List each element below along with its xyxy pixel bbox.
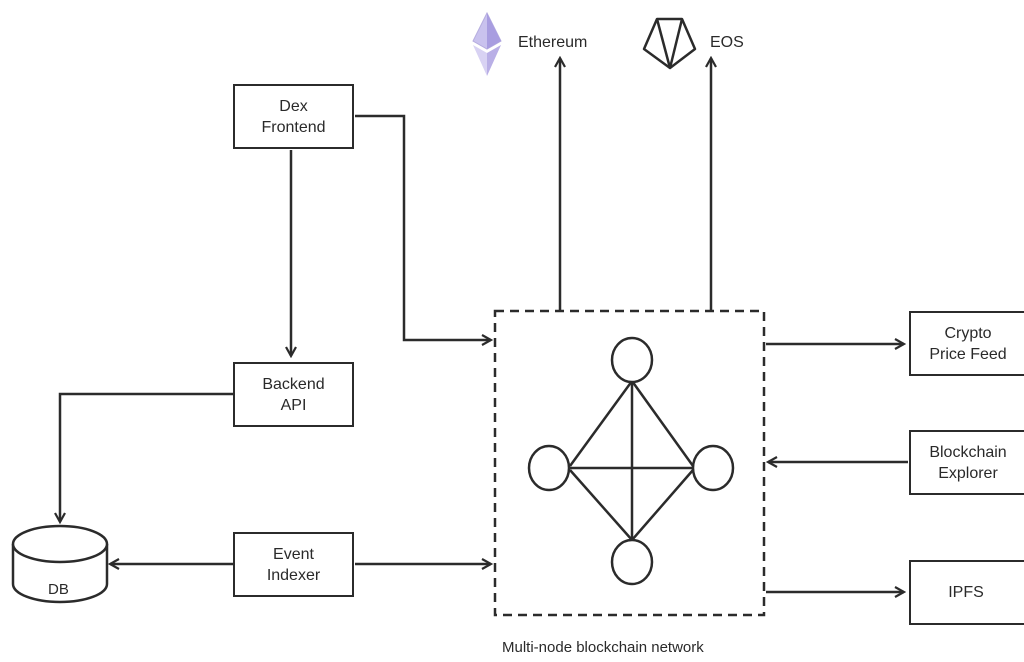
network-node-top xyxy=(610,336,654,384)
ethereum-label: Ethereum xyxy=(518,34,588,51)
event-indexer-box: Event Indexer xyxy=(233,532,354,597)
crypto-price-feed-line1: Crypto xyxy=(944,324,992,342)
ethereum-icon xyxy=(472,11,502,76)
eos-icon xyxy=(642,17,697,70)
network-graph xyxy=(527,336,735,586)
blockchain-explorer-line2: Explorer xyxy=(938,464,998,482)
blockchain-explorer-box: Blockchain Explorer xyxy=(909,430,1024,495)
db-cylinder-icon xyxy=(11,524,109,604)
dex-frontend-box: Dex Frontend xyxy=(233,84,354,149)
backend-api-line1: Backend xyxy=(262,375,325,393)
network-node-left xyxy=(527,444,571,492)
backend-api-box: Backend API xyxy=(233,362,354,427)
crypto-price-feed-box: Crypto Price Feed xyxy=(909,311,1024,376)
event-indexer-line2: Indexer xyxy=(266,566,321,584)
crypto-price-feed-line2: Price Feed xyxy=(929,345,1007,363)
eos-label: EOS xyxy=(710,34,744,51)
dex-frontend-line1: Dex xyxy=(279,97,308,115)
blockchain-network-boundary xyxy=(493,309,766,617)
network-node-right xyxy=(691,444,735,492)
network-node-bottom xyxy=(610,538,654,586)
db-label: DB xyxy=(48,581,69,598)
arrow-backend-to-db xyxy=(60,392,233,522)
dex-frontend-line2: Frontend xyxy=(261,118,326,136)
ipfs-box: IPFS xyxy=(909,560,1024,625)
event-indexer-line1: Event xyxy=(273,545,314,563)
arrow-frontend-to-network xyxy=(355,114,491,340)
backend-api-line2: API xyxy=(280,396,307,414)
network-caption: Multi-node blockchain network xyxy=(502,639,704,656)
blockchain-explorer-line1: Blockchain xyxy=(929,443,1007,461)
ipfs-label: IPFS xyxy=(948,584,984,601)
